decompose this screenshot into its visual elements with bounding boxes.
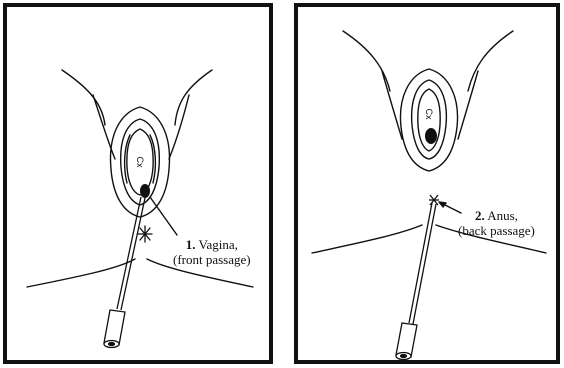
anus-mark — [138, 226, 152, 242]
thigh-curve-left — [93, 95, 115, 159]
thigh-curve-right — [458, 71, 478, 139]
anus-label: 2. Anus, (back passage) — [458, 208, 535, 238]
vagina-label: 1. Vagina, (front passage) — [173, 237, 251, 267]
pointer-line-vagina — [150, 197, 177, 235]
vagina-subtitle: (front passage) — [173, 252, 251, 267]
cervix-os — [425, 128, 437, 144]
vaginal-swab-illustration: Cx — [7, 7, 269, 360]
anus-subtitle: (back passage) — [458, 223, 535, 238]
anus-mark — [429, 195, 439, 205]
hip-curve-left — [343, 31, 390, 91]
thigh-curve-left — [382, 71, 402, 139]
cervix-label: Cx — [424, 109, 434, 120]
swab-tip — [140, 184, 150, 198]
buttock-curve-left — [27, 259, 135, 287]
thigh-curve-right — [169, 95, 189, 159]
outer-labia — [400, 69, 457, 171]
vagina-number: 1. — [186, 237, 196, 252]
inner-labia — [412, 80, 447, 159]
anus-number: 2. — [475, 208, 485, 223]
anus-name: Anus, — [487, 208, 518, 223]
hip-curve-right — [175, 70, 212, 125]
swab — [396, 203, 436, 360]
cervix-label: Cx — [135, 157, 145, 168]
anal-swab-illustration: Cx — [298, 7, 556, 360]
panel-vaginal-swab: Cx 1. Vagina, (front passage) — [3, 3, 273, 364]
hip-curve-left — [62, 70, 105, 125]
buttock-curve-left — [312, 225, 422, 253]
pointer-arrowhead — [439, 202, 446, 207]
panel-anal-swab: Cx 2. Anus, (back passage) — [294, 3, 560, 364]
vagina-name: Vagina, — [199, 237, 238, 252]
swab — [104, 197, 145, 348]
